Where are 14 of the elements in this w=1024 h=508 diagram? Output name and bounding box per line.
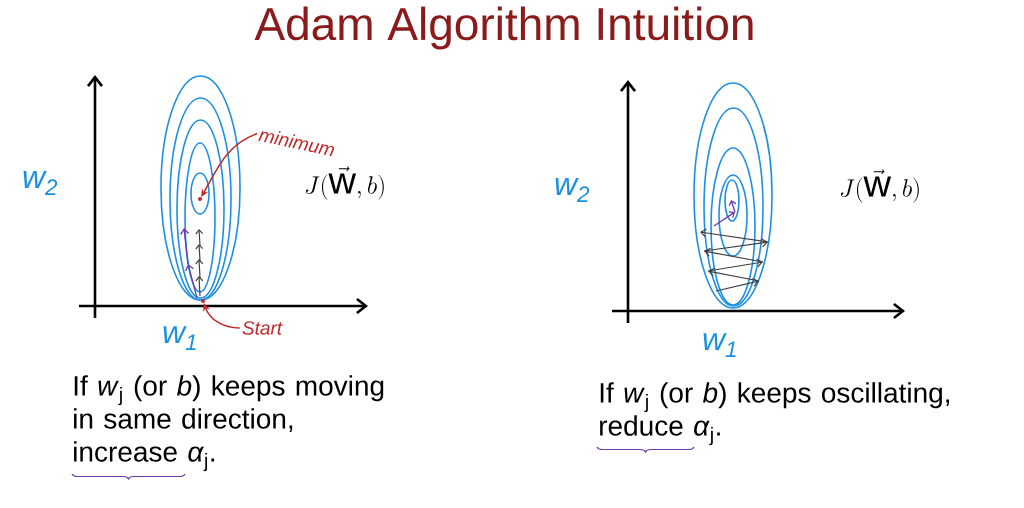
minimum-point [198,197,202,201]
caption-text: If w$_{j}$ (or b) keeps oscillating, reduce α$_{j}$. [600,382,949,446]
handwritten-label: minimum [258,131,335,157]
axis-label: w$_{1}$ [163,326,196,350]
axis-label: w$_{2}$ [23,171,58,195]
axis-label: w$_{2}$ [555,178,590,202]
handwritten-label: Start [242,321,283,335]
axis-label: w$_{1}$ [703,333,736,357]
function-label: $J(\vec{\mathrm{w}}, b)$ [840,169,919,203]
leader-arrow [203,303,241,329]
caption-text: If w$_{j}$ (or b) keeps moving in same direction, increase α$_{j}$. [74,375,384,472]
start-point [201,299,205,303]
function-label: $J(\vec{\mathrm{w}}, b)$ [305,166,384,200]
title: Adam Algorithm Intuition [254,6,753,50]
